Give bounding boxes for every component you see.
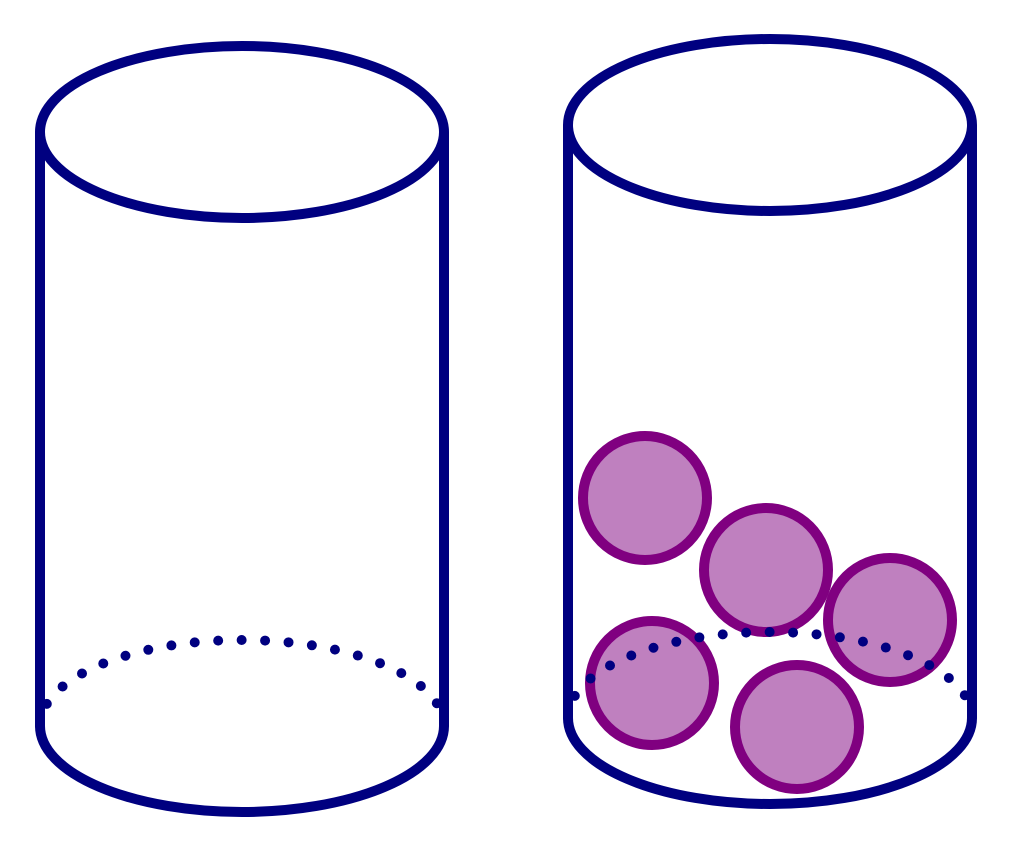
right-cylinder-top-rim — [563, 34, 977, 216]
ball — [823, 553, 957, 687]
ball — [699, 503, 833, 637]
cylinder-with-balls — [563, 34, 977, 809]
balls — [578, 431, 957, 794]
left-cylinder-top-rim — [35, 41, 449, 223]
ball — [578, 431, 712, 565]
left-cylinder-base-back-dotted — [35, 635, 449, 731]
right-cylinder-base-back-dotted — [563, 627, 977, 723]
right-cylinder-base-front — [563, 717, 977, 809]
ball — [730, 660, 864, 794]
left-cylinder-base-front — [35, 725, 449, 817]
empty-cylinder — [35, 41, 449, 817]
